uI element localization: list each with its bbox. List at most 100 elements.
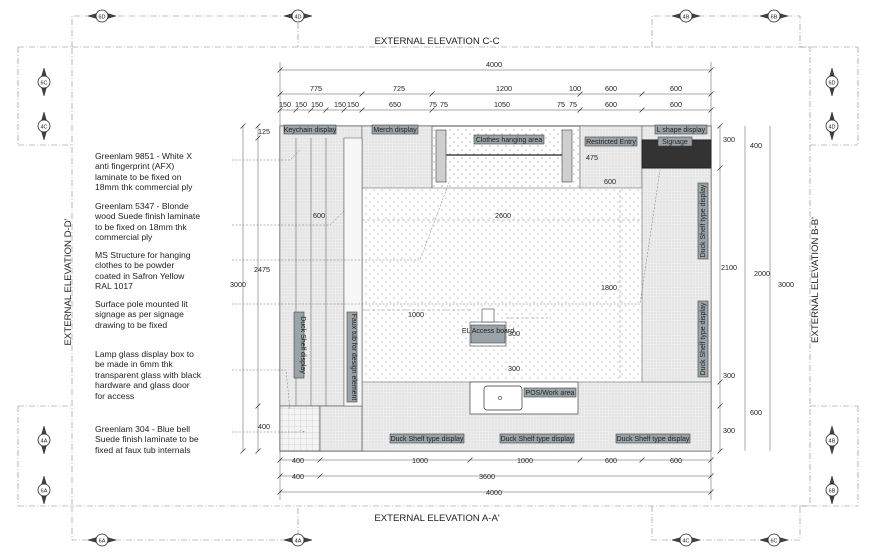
dimension-label: 725 (393, 84, 405, 93)
svg-text:Keychain display: Keychain display (284, 127, 337, 134)
section-marker: 4B (825, 425, 839, 455)
dimension-label: 125 (258, 127, 270, 136)
dimension-label: 75 (429, 100, 437, 109)
section-marker: 6B (825, 475, 839, 505)
elevation-frames (17, 15, 859, 541)
section-marker-label: 4A (295, 538, 302, 544)
zone-duck-left: Duck Shelf display (293, 311, 306, 379)
dimension-label: 600 (750, 408, 762, 417)
section-marker-label: 6B (829, 488, 836, 494)
dimension-label: 150 (311, 100, 323, 109)
section-marker-label: 6D (828, 80, 835, 86)
zone-faux-tub: Faux tub for design element (346, 311, 358, 403)
dimension-label: 300 (508, 329, 520, 338)
dimension-label: 150 (279, 100, 291, 109)
section-marker-label: 4B (829, 438, 836, 444)
zone-duck-bottom-1: Duck Shelf type display (389, 433, 465, 444)
dimension-label: 2000 (754, 269, 770, 278)
section-marker: 4D (283, 9, 313, 23)
section-marker-label: 4D (294, 14, 301, 20)
zone-keychain-display: Keychain display (283, 124, 337, 135)
section-marker: 4C (671, 533, 701, 547)
svg-text:Restricted Entry: Restricted Entry (586, 139, 636, 146)
zone-el-access-board: EL Access board (462, 324, 514, 344)
section-marker-label: 4C (682, 538, 689, 544)
section-marker: 6B (759, 9, 789, 23)
dimension-label: 1050 (494, 100, 510, 109)
svg-text:Duck Shelf type display: Duck Shelf type display (391, 436, 464, 443)
dimension-bottom-total: 4000 (486, 488, 502, 497)
section-marker-label: 6C (40, 80, 47, 86)
dimension-label: 2475 (254, 265, 270, 274)
section-marker-label: 4D (828, 124, 835, 130)
dimension-label: 100 (569, 84, 581, 93)
zone-clothes-hanging: Clothes hanging area (473, 134, 545, 145)
dimension-label: 600 (670, 456, 682, 465)
section-marker: 6D (87, 9, 117, 23)
dimension-label: 1200 (496, 84, 512, 93)
dimension-label: 600 (605, 84, 617, 93)
dimension-label: 775 (310, 84, 322, 93)
section-marker: 4A (37, 425, 51, 455)
dimension-label: 150 (334, 100, 346, 109)
dimension-label: 600 (605, 456, 617, 465)
dimension-label: 3600 (479, 472, 495, 481)
dimension-label: 475 (586, 153, 598, 162)
zone-duck-bottom-3: Duck Shelf type display (615, 433, 691, 444)
svg-text:POS/Work area: POS/Work area (526, 390, 575, 397)
section-marker: 6A (87, 533, 117, 547)
section-marker-label: 4C (40, 124, 47, 130)
zone-l-shape-display: L shape display (654, 124, 708, 135)
section-marker-label: 6A (41, 488, 48, 494)
zone-merch-display: Merch display (371, 124, 419, 135)
section-marker: 6A (37, 475, 51, 505)
dimension-label: 600 (670, 84, 682, 93)
dimension-label: 400 (292, 472, 304, 481)
zone-signage: Signage (657, 136, 693, 147)
dimension-label: 75 (569, 100, 577, 109)
dimension-label: 1800 (601, 283, 617, 292)
dimension-label: 400 (292, 456, 304, 465)
note-surface-pole-signage: Surface pole mounted lit signage as per … (95, 299, 188, 330)
svg-text:Signage: Signage (662, 139, 688, 146)
section-marker: 4A (283, 533, 313, 547)
section-marker: 6C (37, 67, 51, 97)
zone-restricted-entry: Restricted Entry (584, 136, 638, 147)
svg-text:EL Access board: EL Access board (462, 328, 514, 335)
section-marker: 6C (759, 533, 789, 547)
dimension-label: 650 (389, 100, 401, 109)
note-lamp-glass-box: Lamp glass display box to be made in 6mm… (95, 349, 202, 401)
section-marker-label: 6B (771, 14, 778, 20)
dimension-label: 3000 (230, 280, 246, 289)
section-marker-label: 6A (99, 538, 106, 544)
section-marker: 4D (825, 111, 839, 141)
elevation-top-label: EXTERNAL ELEVATION C-C (374, 36, 499, 47)
dimension-label: 600 (605, 100, 617, 109)
svg-text:Duck Shelf type display: Duck Shelf type display (617, 436, 690, 443)
section-marker-label: 6C (770, 538, 777, 544)
zone-duck-right-2: Duck Shelf type display (697, 300, 709, 378)
section-markers: 6D 4D 4B 6B 6C 4C 4A 6A 6A 4A 4C 6C 6D 4D 4B 6B (37, 9, 839, 547)
section-marker: 4B (671, 9, 701, 23)
dimension-label: 600 (604, 177, 616, 186)
dimension-label: 400 (750, 141, 762, 150)
svg-text:Duck Shelf display: Duck Shelf display (299, 316, 306, 374)
dimension-label: 300 (723, 371, 735, 380)
dimension-label: 2100 (721, 263, 737, 272)
dimension-label: 75 (440, 100, 448, 109)
dimension-label: 1000 (412, 456, 428, 465)
svg-text:Duck Shelf type display: Duck Shelf type display (700, 302, 707, 375)
svg-text:Duck Shelf type display: Duck Shelf type display (700, 184, 707, 257)
dimension-label: 150 (295, 100, 307, 109)
zone-duck-right-1: Duck Shelf type display (697, 182, 709, 260)
note-greenlam-5347: Greenlam 5347 - Blonde wood Suede finish… (95, 201, 201, 243)
dimension-label: 300 (723, 135, 735, 144)
note-greenlam-304: Greenlam 304 - Blue bell Suede finish la… (95, 424, 199, 455)
svg-text:Clothes hanging area: Clothes hanging area (476, 137, 543, 144)
section-marker-label: 6D (98, 14, 105, 20)
section-marker-label: 4B (683, 14, 690, 20)
dimension-label: 1000 (408, 310, 424, 319)
dimension-label: 600 (313, 211, 325, 220)
